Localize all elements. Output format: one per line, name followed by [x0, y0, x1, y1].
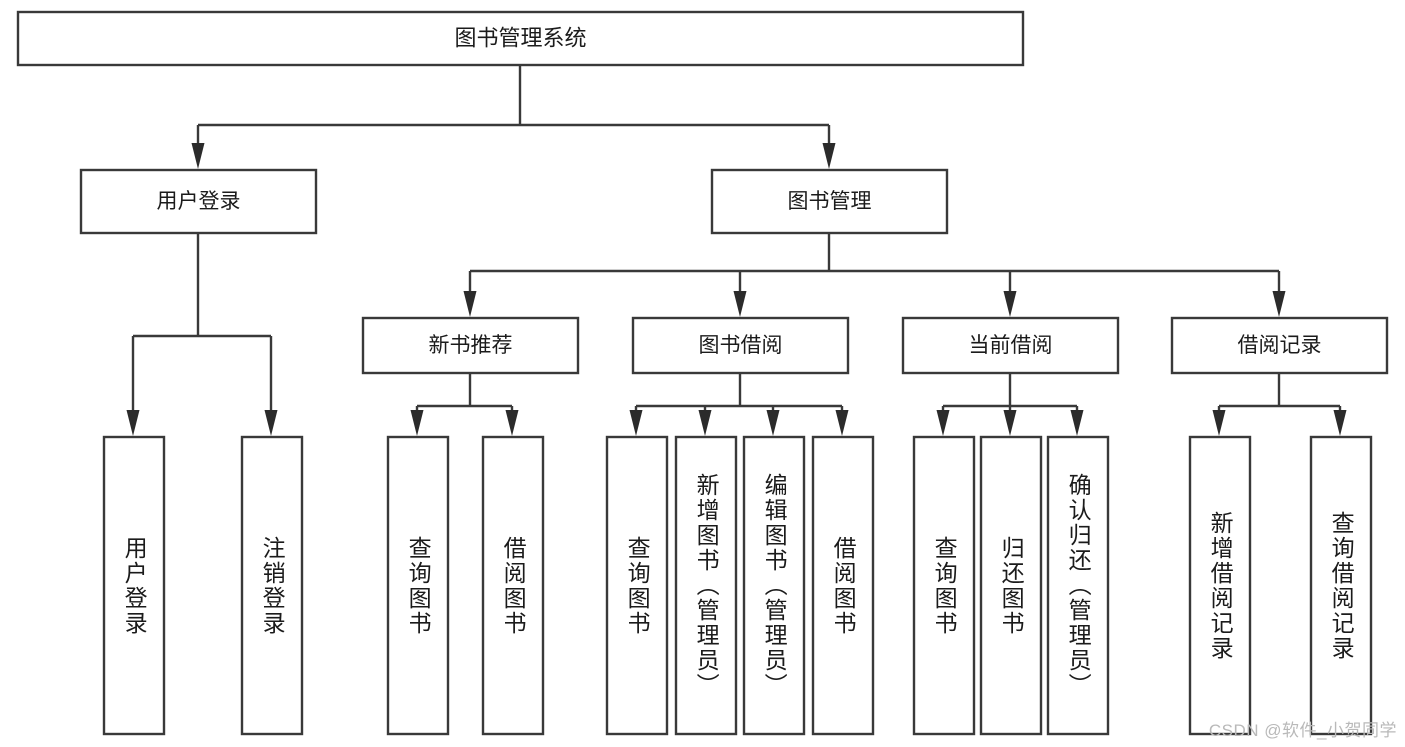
- node-box-book-manage[interactable]: [710, 168, 949, 235]
- edge-user-login-split-arrow-0: [126, 410, 140, 436]
- edge-current-borrow-split-arrow-0: [936, 410, 950, 436]
- node-box-leaf-query-book-1[interactable]: [386, 435, 450, 736]
- edge-current-borrow-split: [936, 373, 1084, 436]
- edge-root-split-arrow-0: [191, 143, 205, 169]
- edge-book-manage-split-arrow-1: [733, 291, 747, 317]
- edge-current-borrow-split-arrow-2: [1070, 410, 1084, 436]
- edge-user-login-split-arrow-1: [264, 410, 278, 436]
- edge-root-split: [191, 65, 836, 169]
- node-box-leaf-add-book[interactable]: [674, 435, 738, 736]
- node-box-leaf-query-record[interactable]: [1309, 435, 1373, 736]
- node-box-leaf-borrow-book-2[interactable]: [811, 435, 875, 736]
- edge-new-book-split-arrow-0: [410, 410, 424, 436]
- node-label-book-borrow: 图书借阅: [699, 334, 783, 357]
- edge-borrow-record-split: [1212, 373, 1347, 436]
- node-label-current-borrow: 当前借阅: [969, 334, 1053, 357]
- node-box-leaf-return-book[interactable]: [979, 435, 1043, 736]
- edge-new-book-split: [410, 373, 519, 436]
- edge-book-borrow-split-arrow-1: [698, 410, 712, 436]
- node-label-user-login: 用户登录: [157, 190, 241, 213]
- edges-layer: [126, 65, 1347, 436]
- node-box-user-login[interactable]: [79, 168, 318, 235]
- edge-book-manage-split: [463, 233, 1286, 317]
- edge-book-borrow-split-arrow-2: [766, 410, 780, 436]
- node-box-leaf-add-record[interactable]: [1188, 435, 1252, 736]
- node-box-leaf-logout[interactable]: [240, 435, 304, 736]
- node-box-new-book-recommend[interactable]: [361, 316, 580, 375]
- node-box-leaf-query-book-2[interactable]: [605, 435, 669, 736]
- node-box-current-borrow[interactable]: [901, 316, 1120, 375]
- edge-book-manage-split-arrow-2: [1003, 291, 1017, 317]
- boxes-layer: [16, 10, 1389, 736]
- node-label-borrow-record: 借阅记录: [1238, 334, 1322, 357]
- node-box-root[interactable]: [16, 10, 1025, 67]
- node-label-book-manage: 图书管理: [788, 190, 872, 213]
- edge-current-borrow-split-arrow-1: [1003, 410, 1017, 436]
- edge-borrow-record-split-arrow-1: [1333, 410, 1347, 436]
- edge-root-split-arrow-1: [822, 143, 836, 169]
- edge-book-manage-split-arrow-3: [1272, 291, 1286, 317]
- edge-new-book-split-arrow-1: [505, 410, 519, 436]
- watermark: CSDN @软件_小贺同学: [1208, 721, 1397, 740]
- node-box-leaf-edit-book[interactable]: [742, 435, 806, 736]
- edge-book-borrow-split-arrow-3: [835, 410, 849, 436]
- node-box-leaf-confirm-return[interactable]: [1046, 435, 1110, 736]
- node-box-book-borrow[interactable]: [631, 316, 850, 375]
- edge-user-login-split: [126, 233, 278, 436]
- node-box-leaf-query-book-3[interactable]: [912, 435, 976, 736]
- edge-book-manage-split-arrow-0: [463, 291, 477, 317]
- node-box-borrow-record[interactable]: [1170, 316, 1389, 375]
- edge-borrow-record-split-arrow-0: [1212, 410, 1226, 436]
- node-box-leaf-user-login[interactable]: [102, 435, 166, 736]
- edge-book-borrow-split: [629, 373, 849, 436]
- node-label-root: 图书管理系统: [454, 25, 586, 50]
- edge-book-borrow-split-arrow-0: [629, 410, 643, 436]
- node-label-new-book-recommend: 新书推荐: [429, 334, 513, 357]
- node-box-leaf-borrow-book-1[interactable]: [481, 435, 545, 736]
